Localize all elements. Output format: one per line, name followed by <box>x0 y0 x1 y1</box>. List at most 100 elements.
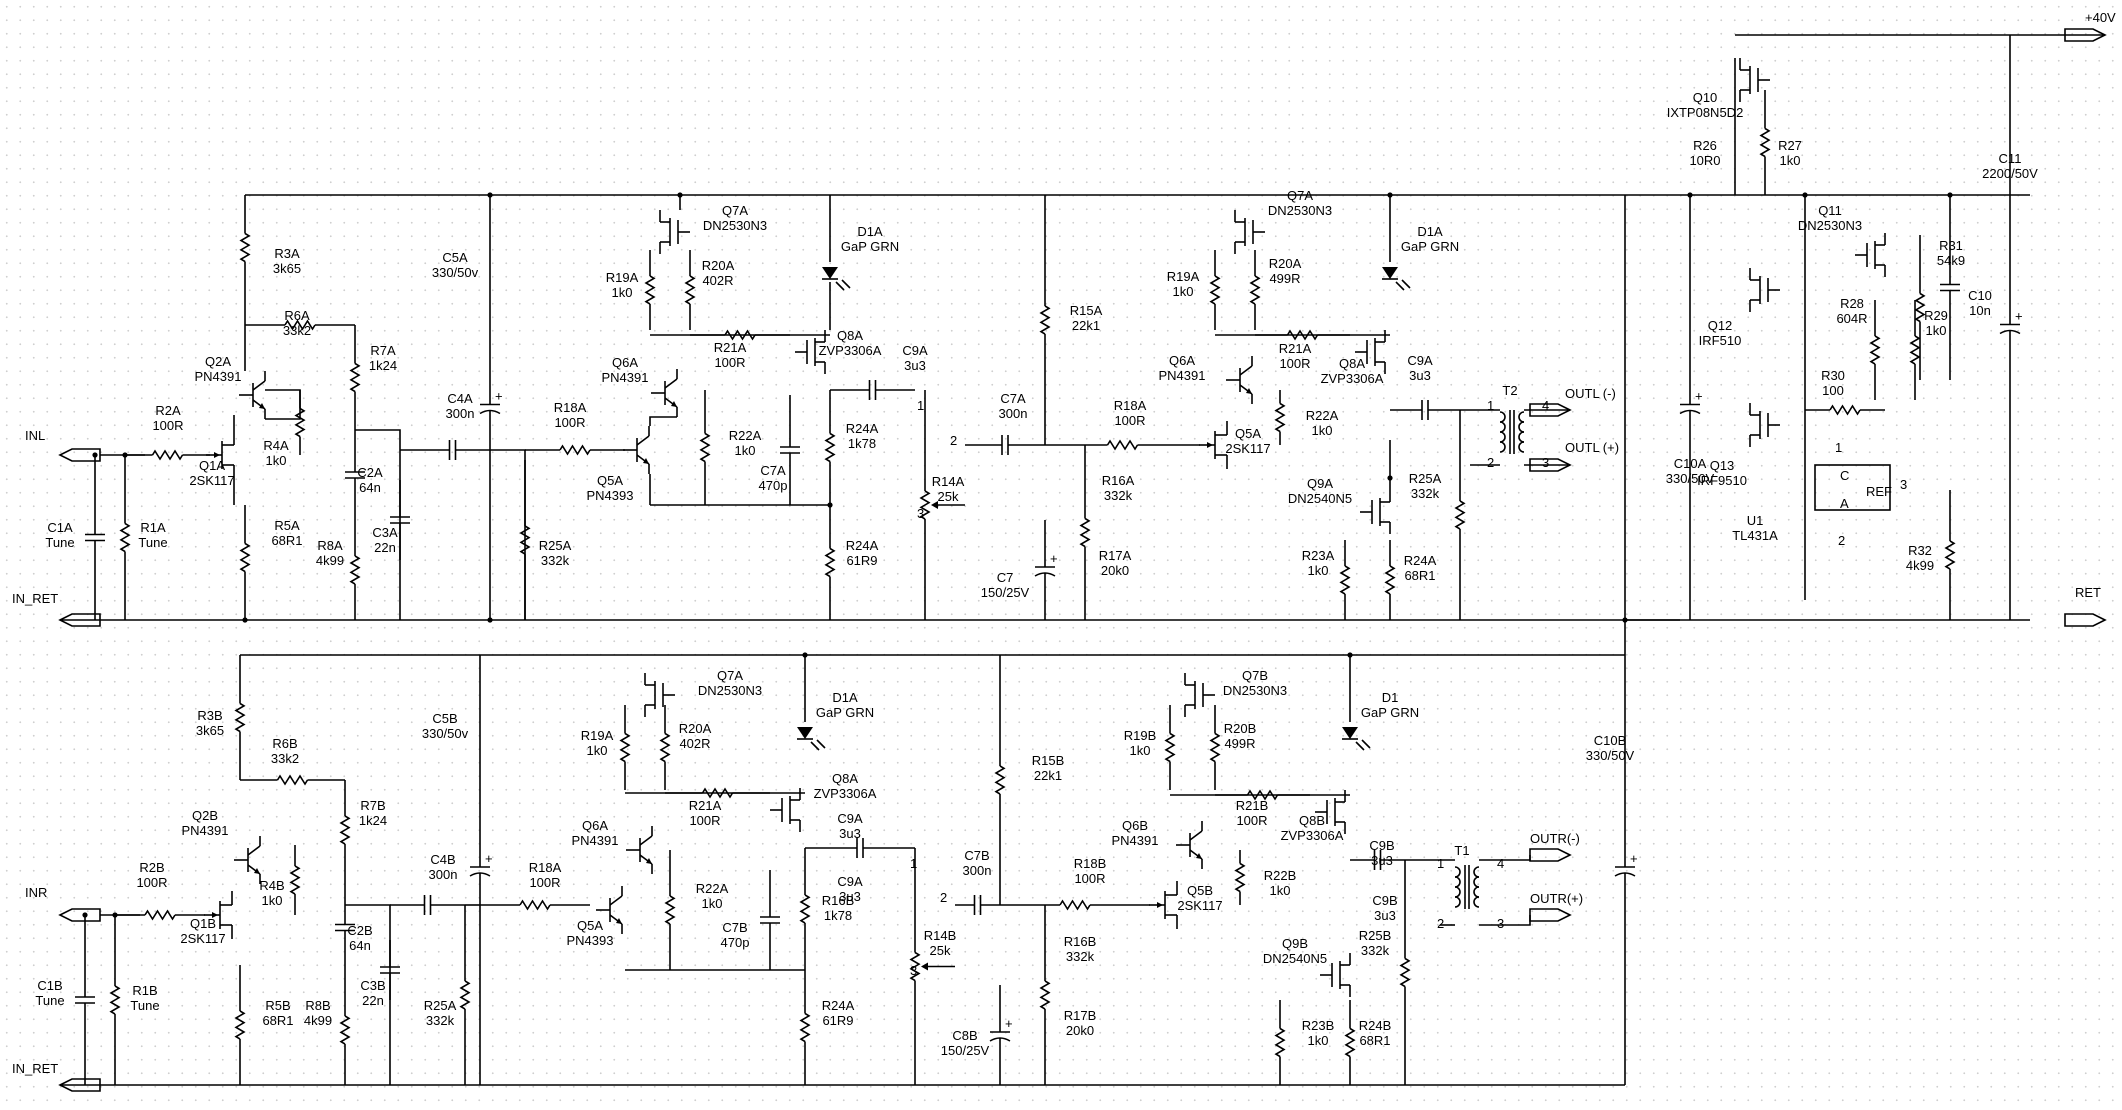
r16b-2-value: 332k <box>1066 949 1095 964</box>
r4b-label: R4B <box>259 878 284 893</box>
c5a-label: C5A <box>442 250 468 265</box>
pin-label: 1 <box>910 856 917 871</box>
d1a-2-label: D1A <box>1417 224 1443 239</box>
r7a-label: R7A <box>370 343 396 358</box>
r30-value: 100 <box>1822 383 1844 398</box>
q9a-fet <box>1360 490 1391 534</box>
r24a2-label: R24A <box>846 538 879 553</box>
c4a-value: 300n <box>446 406 475 421</box>
r22a-res <box>699 390 711 505</box>
q10-label: Q10 <box>1693 90 1718 105</box>
r20a-2-value: 499R <box>1269 271 1300 286</box>
r22b-value: 1k0 <box>1270 883 1291 898</box>
q1a-jfet <box>206 431 235 479</box>
r23b-res <box>1274 1000 1286 1085</box>
r15a-res <box>1039 195 1051 445</box>
r8a-value: 4k99 <box>316 553 344 568</box>
c7-cap: + <box>1034 520 1058 620</box>
r25b-res <box>1399 860 1411 1085</box>
ret-label: RET <box>2075 585 2101 600</box>
r2b-value: 100R <box>136 875 167 890</box>
q8a-fet-b <box>770 788 801 832</box>
q12-value: IRF510 <box>1699 333 1742 348</box>
junction <box>1802 192 1808 198</box>
c1a-value: Tune <box>45 535 74 550</box>
r21a-2-label: R21A <box>1279 341 1312 356</box>
c7a-cap <box>780 395 800 505</box>
r8b-value: 4k99 <box>304 1013 332 1028</box>
r16a-label: R16A <box>1102 473 1135 488</box>
r18b-value: 100R <box>1074 871 1105 886</box>
c9a-2-value: 3u3 <box>1409 368 1431 383</box>
c9b-2-value: 3u3 <box>1374 908 1396 923</box>
c3b-value: 22n <box>362 993 384 1008</box>
r14a-value: 25k <box>938 489 959 504</box>
r19a-label: R19A <box>606 270 639 285</box>
pin-label: 4 <box>1542 398 1549 413</box>
r5b-value: 68R1 <box>262 1013 293 1028</box>
r2a-value: 100R <box>152 418 183 433</box>
d1-led <box>1342 727 1371 751</box>
t1-transformer <box>1454 865 1480 909</box>
r3b-value: 3k65 <box>196 723 224 738</box>
q6a-2-label: Q6A <box>1169 353 1195 368</box>
c7b-2-value: 300n <box>963 863 992 878</box>
c7a-2-value: 300n <box>999 406 1028 421</box>
q5b-jfet <box>1149 881 1178 929</box>
c5a-cap: + <box>479 195 503 620</box>
r25a-value: 332k <box>541 553 570 568</box>
c7a-value: 470p <box>759 478 788 493</box>
r24b-value: 68R1 <box>1359 1033 1390 1048</box>
r8a-label: R8A <box>317 538 343 553</box>
r17a-value: 20k0 <box>1101 563 1129 578</box>
r18a-label: R18A <box>554 400 587 415</box>
r25a-res-b <box>459 905 471 1085</box>
q7a-label: Q7A <box>722 203 748 218</box>
plus40-label: +40V <box>2085 10 2116 25</box>
q9b-label: Q9B <box>1282 936 1308 951</box>
r7b-res <box>339 780 351 880</box>
q5b-value: 2SK117 <box>1177 898 1222 913</box>
c4b-cap <box>390 895 465 915</box>
r4a-value: 1k0 <box>266 453 287 468</box>
c10-cap <box>1940 195 1960 380</box>
r21a-res-b <box>665 787 770 799</box>
c9a-b2-value: 3u3 <box>839 889 861 904</box>
c11-label: C11 <box>1999 151 2022 166</box>
r6a-res <box>245 319 355 331</box>
q9a-label: Q9A <box>1307 476 1333 491</box>
u1-ic <box>1814 464 1891 511</box>
c7a-coupling-cap <box>965 435 1045 455</box>
r1b-value: Tune <box>130 998 159 1013</box>
q5a-2-label: Q5A <box>1235 426 1261 441</box>
q12-fet <box>1749 268 1780 312</box>
q6b-label: Q6B <box>1122 818 1148 833</box>
junction <box>1622 617 1628 623</box>
r32-label: R32 <box>1908 543 1932 558</box>
r31-res <box>1914 235 1926 380</box>
q8a-label: Q8A <box>837 328 863 343</box>
q8a-fet <box>795 330 826 374</box>
t2-label: T2 <box>1502 383 1517 398</box>
r24b-label: R24B <box>1359 1018 1392 1033</box>
r15a-label: R15A <box>1070 303 1103 318</box>
r24a1-label: R24A <box>846 421 879 436</box>
r16b-res-2 <box>1039 905 1051 1085</box>
r6b-label: R6B <box>272 736 297 751</box>
c1a-label: C1A <box>47 520 73 535</box>
r20b-res <box>1209 705 1221 790</box>
q5a-jfet-2 <box>1199 421 1228 469</box>
pin-label: 2 <box>950 433 957 448</box>
c3a-label: C3A <box>372 525 398 540</box>
r1b-res <box>109 915 121 1085</box>
r22a-b-label: R22A <box>696 881 729 896</box>
plus40-port <box>2064 28 2107 42</box>
u1-label: U1 <box>1747 513 1764 528</box>
r24a-res-b <box>799 970 811 1085</box>
r19a-res-2 <box>1209 250 1221 330</box>
r6b-res <box>240 774 345 786</box>
r16b-value: 1k78 <box>824 908 852 923</box>
r18a-2-value: 100R <box>1114 413 1145 428</box>
r7a-res <box>349 325 361 430</box>
